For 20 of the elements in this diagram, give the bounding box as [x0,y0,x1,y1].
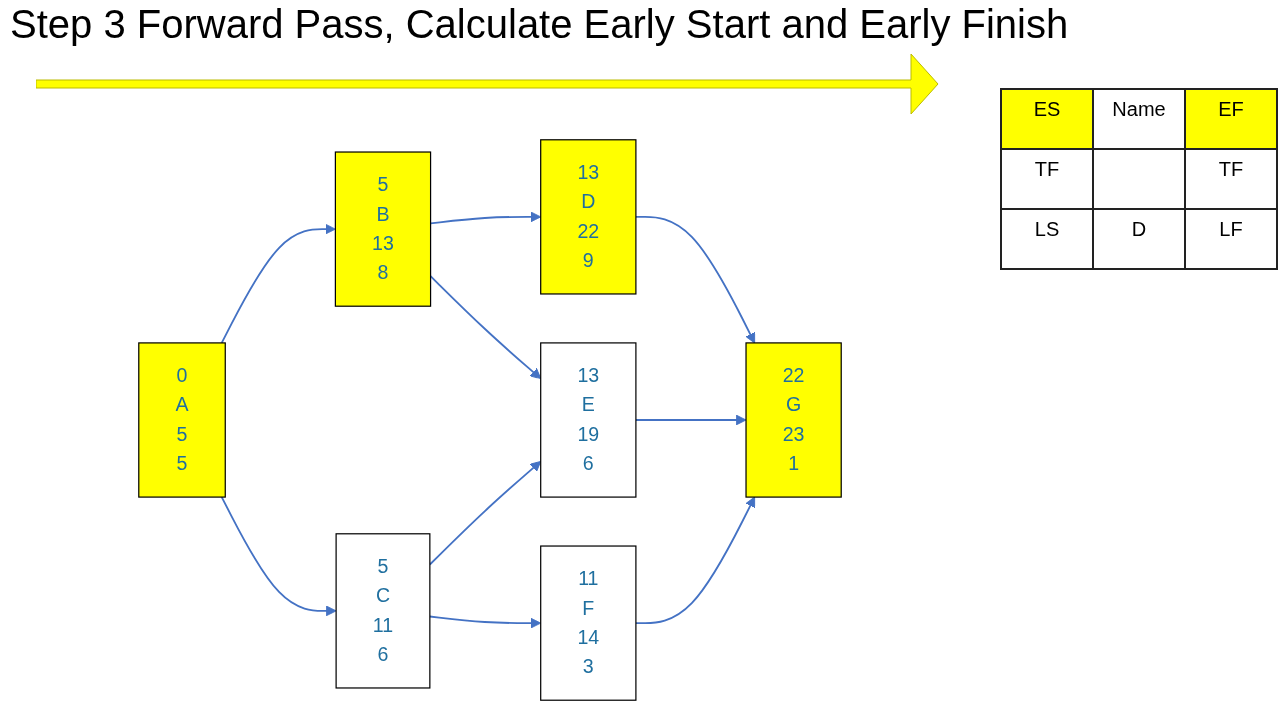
node-box: 5 B 13 8 [334,151,432,307]
arrow [635,215,756,344]
node-box: 0 A 5 5 [138,342,226,498]
arrow [220,496,337,617]
key-cell: D [1094,210,1186,270]
slide-title: Step 3 Forward Pass, Calculate Early Start and Early Finish [10,2,1069,47]
arrow [220,223,336,344]
arrow [635,414,747,426]
key-cell: ES [1002,90,1094,150]
node-box: 13 E 19 6 [540,342,637,498]
key-cell: LS [1002,210,1094,270]
node-box: 22 G 23 1 [745,342,842,498]
node-box: 5 C 11 6 [335,533,431,689]
key-cell: EF [1186,90,1278,150]
key-cell: LF [1186,210,1278,270]
node-box: 11 F 14 3 [540,545,637,701]
key-cell: TF [1186,150,1278,210]
arrow [635,496,756,625]
node-box: 13 D 22 9 [540,139,637,295]
key-cell: TF [1002,150,1094,210]
